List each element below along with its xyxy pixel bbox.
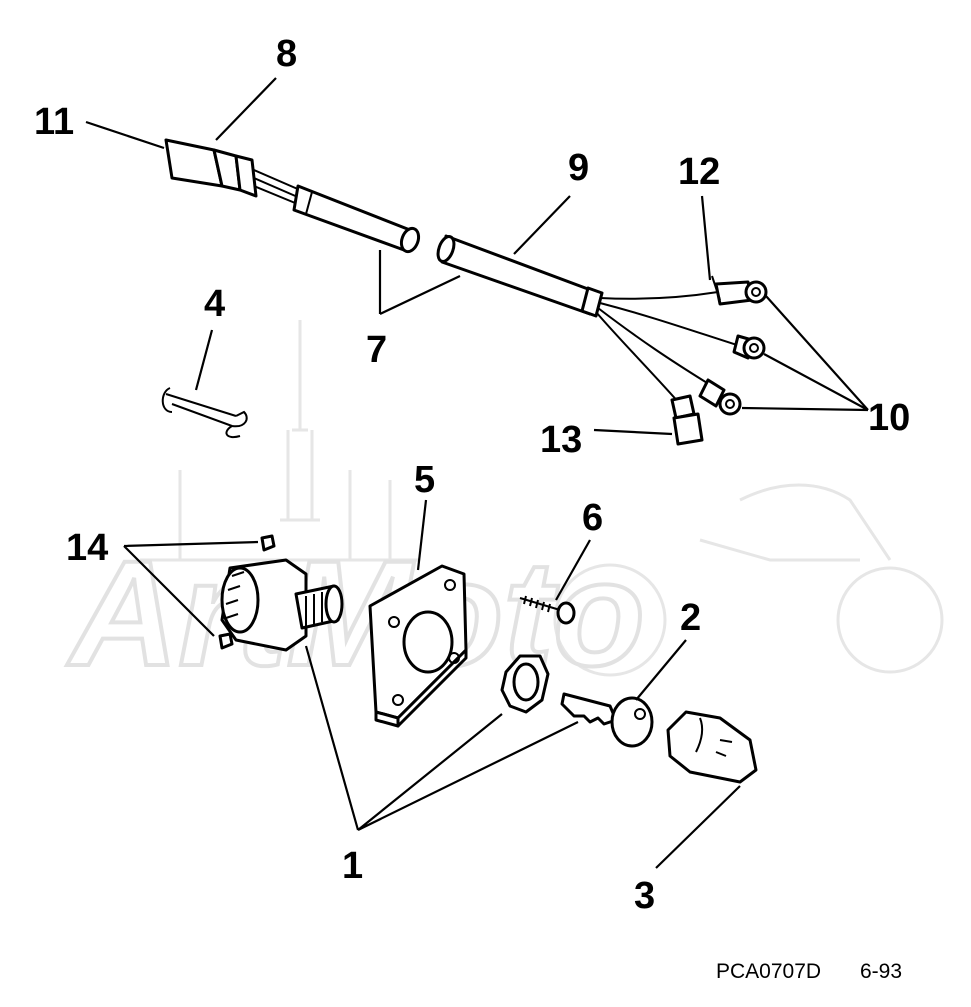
watermark-text: ArtMoto <box>66 529 645 697</box>
callouts: 8 11 9 12 4 7 10 13 5 6 14 2 1 3 <box>34 33 910 917</box>
callout-10: 10 <box>868 397 910 439</box>
retaining-clip-4 <box>161 387 248 438</box>
ignition-switch-1 <box>220 558 344 652</box>
callout-5: 5 <box>414 459 435 501</box>
harness-connector-8 <box>164 138 421 254</box>
callout-9: 9 <box>568 147 589 189</box>
leader-8 <box>215 77 277 141</box>
callout-2: 2 <box>680 597 701 639</box>
callout-13: 13 <box>540 419 582 461</box>
harness-sleeve-9 <box>436 234 741 405</box>
wire-lead-12 <box>711 275 721 301</box>
callout-1: 1 <box>342 845 363 887</box>
callout-6: 6 <box>582 497 603 539</box>
leader-2 <box>635 639 687 701</box>
callout-14: 14 <box>66 527 108 569</box>
screw-14 <box>218 534 276 650</box>
leader-3 <box>655 785 741 869</box>
leader-11 <box>85 120 165 150</box>
callout-3: 3 <box>634 875 655 917</box>
rubber-cap-3 <box>666 710 758 784</box>
callout-12: 12 <box>678 151 720 193</box>
leader-13 <box>593 428 673 436</box>
mounting-plate-5 <box>368 564 468 728</box>
screw-6 <box>519 595 576 625</box>
nut <box>500 654 550 714</box>
key-2 <box>560 692 654 748</box>
leader-1 <box>304 645 579 831</box>
leader-10 <box>741 295 869 412</box>
ring-terminals-10 <box>698 280 768 416</box>
leader-lines <box>85 77 869 869</box>
leader-7 <box>378 250 461 315</box>
spade-connector-13 <box>670 394 704 446</box>
leader-12 <box>700 195 712 281</box>
leader-6 <box>555 539 591 601</box>
footer-date: 6-93 <box>860 960 902 983</box>
watermark-motorcycle <box>553 483 944 677</box>
callout-11: 11 <box>34 101 74 143</box>
callout-4: 4 <box>204 283 225 325</box>
footer-code: PCA0707D <box>716 960 821 983</box>
leader-5 <box>416 499 428 571</box>
callout-8: 8 <box>276 33 297 75</box>
footer: PCA0707D 6-93 <box>716 960 902 983</box>
leader-9 <box>513 195 571 255</box>
callout-7: 7 <box>366 329 387 371</box>
watermark: ArtMoto <box>64 320 944 699</box>
leader-14 <box>123 540 259 637</box>
leader-4 <box>194 329 214 391</box>
